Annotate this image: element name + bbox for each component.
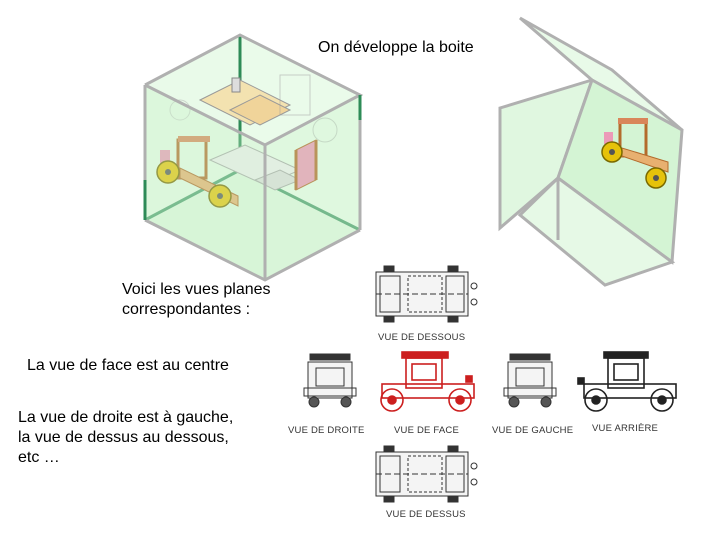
label-view-front: VUE DE FACE <box>394 425 460 436</box>
page-heading: On développe la boite <box>318 39 474 56</box>
car-front-face <box>156 136 239 208</box>
view-bottom-drawing <box>375 265 478 323</box>
explanation-line-1: La vue de droite est à gauche, <box>18 409 234 426</box>
car-on-back-wall <box>601 118 669 189</box>
car-top-projection <box>198 77 292 126</box>
explanation-line-3: etc … <box>18 449 60 466</box>
view-rear-drawing <box>577 351 677 412</box>
intro-line-1: Voici les vues planes <box>122 281 271 298</box>
label-view-left: VUE DE GAUCHE <box>492 425 574 436</box>
explanation-line-2: la vue de dessus au dessous, <box>18 429 229 446</box>
view-front-drawing <box>380 351 475 412</box>
intro-line-2: correspondantes : <box>122 301 251 318</box>
view-left-drawing <box>503 353 557 408</box>
front-view-note: La vue de face est au centre <box>27 357 229 374</box>
label-view-rear: VUE ARRIÈRE <box>592 423 659 434</box>
view-top-drawing <box>375 445 478 503</box>
label-view-top: VUE DE DESSUS <box>386 509 466 520</box>
label-view-bottom: VUE DE DESSOUS <box>378 332 466 343</box>
car-side-face <box>294 139 318 191</box>
view-right-drawing <box>303 353 357 408</box>
car-floor-projection <box>208 144 302 191</box>
car-side-ghost <box>169 74 338 143</box>
label-view-right: VUE DE DROITE <box>288 425 365 436</box>
